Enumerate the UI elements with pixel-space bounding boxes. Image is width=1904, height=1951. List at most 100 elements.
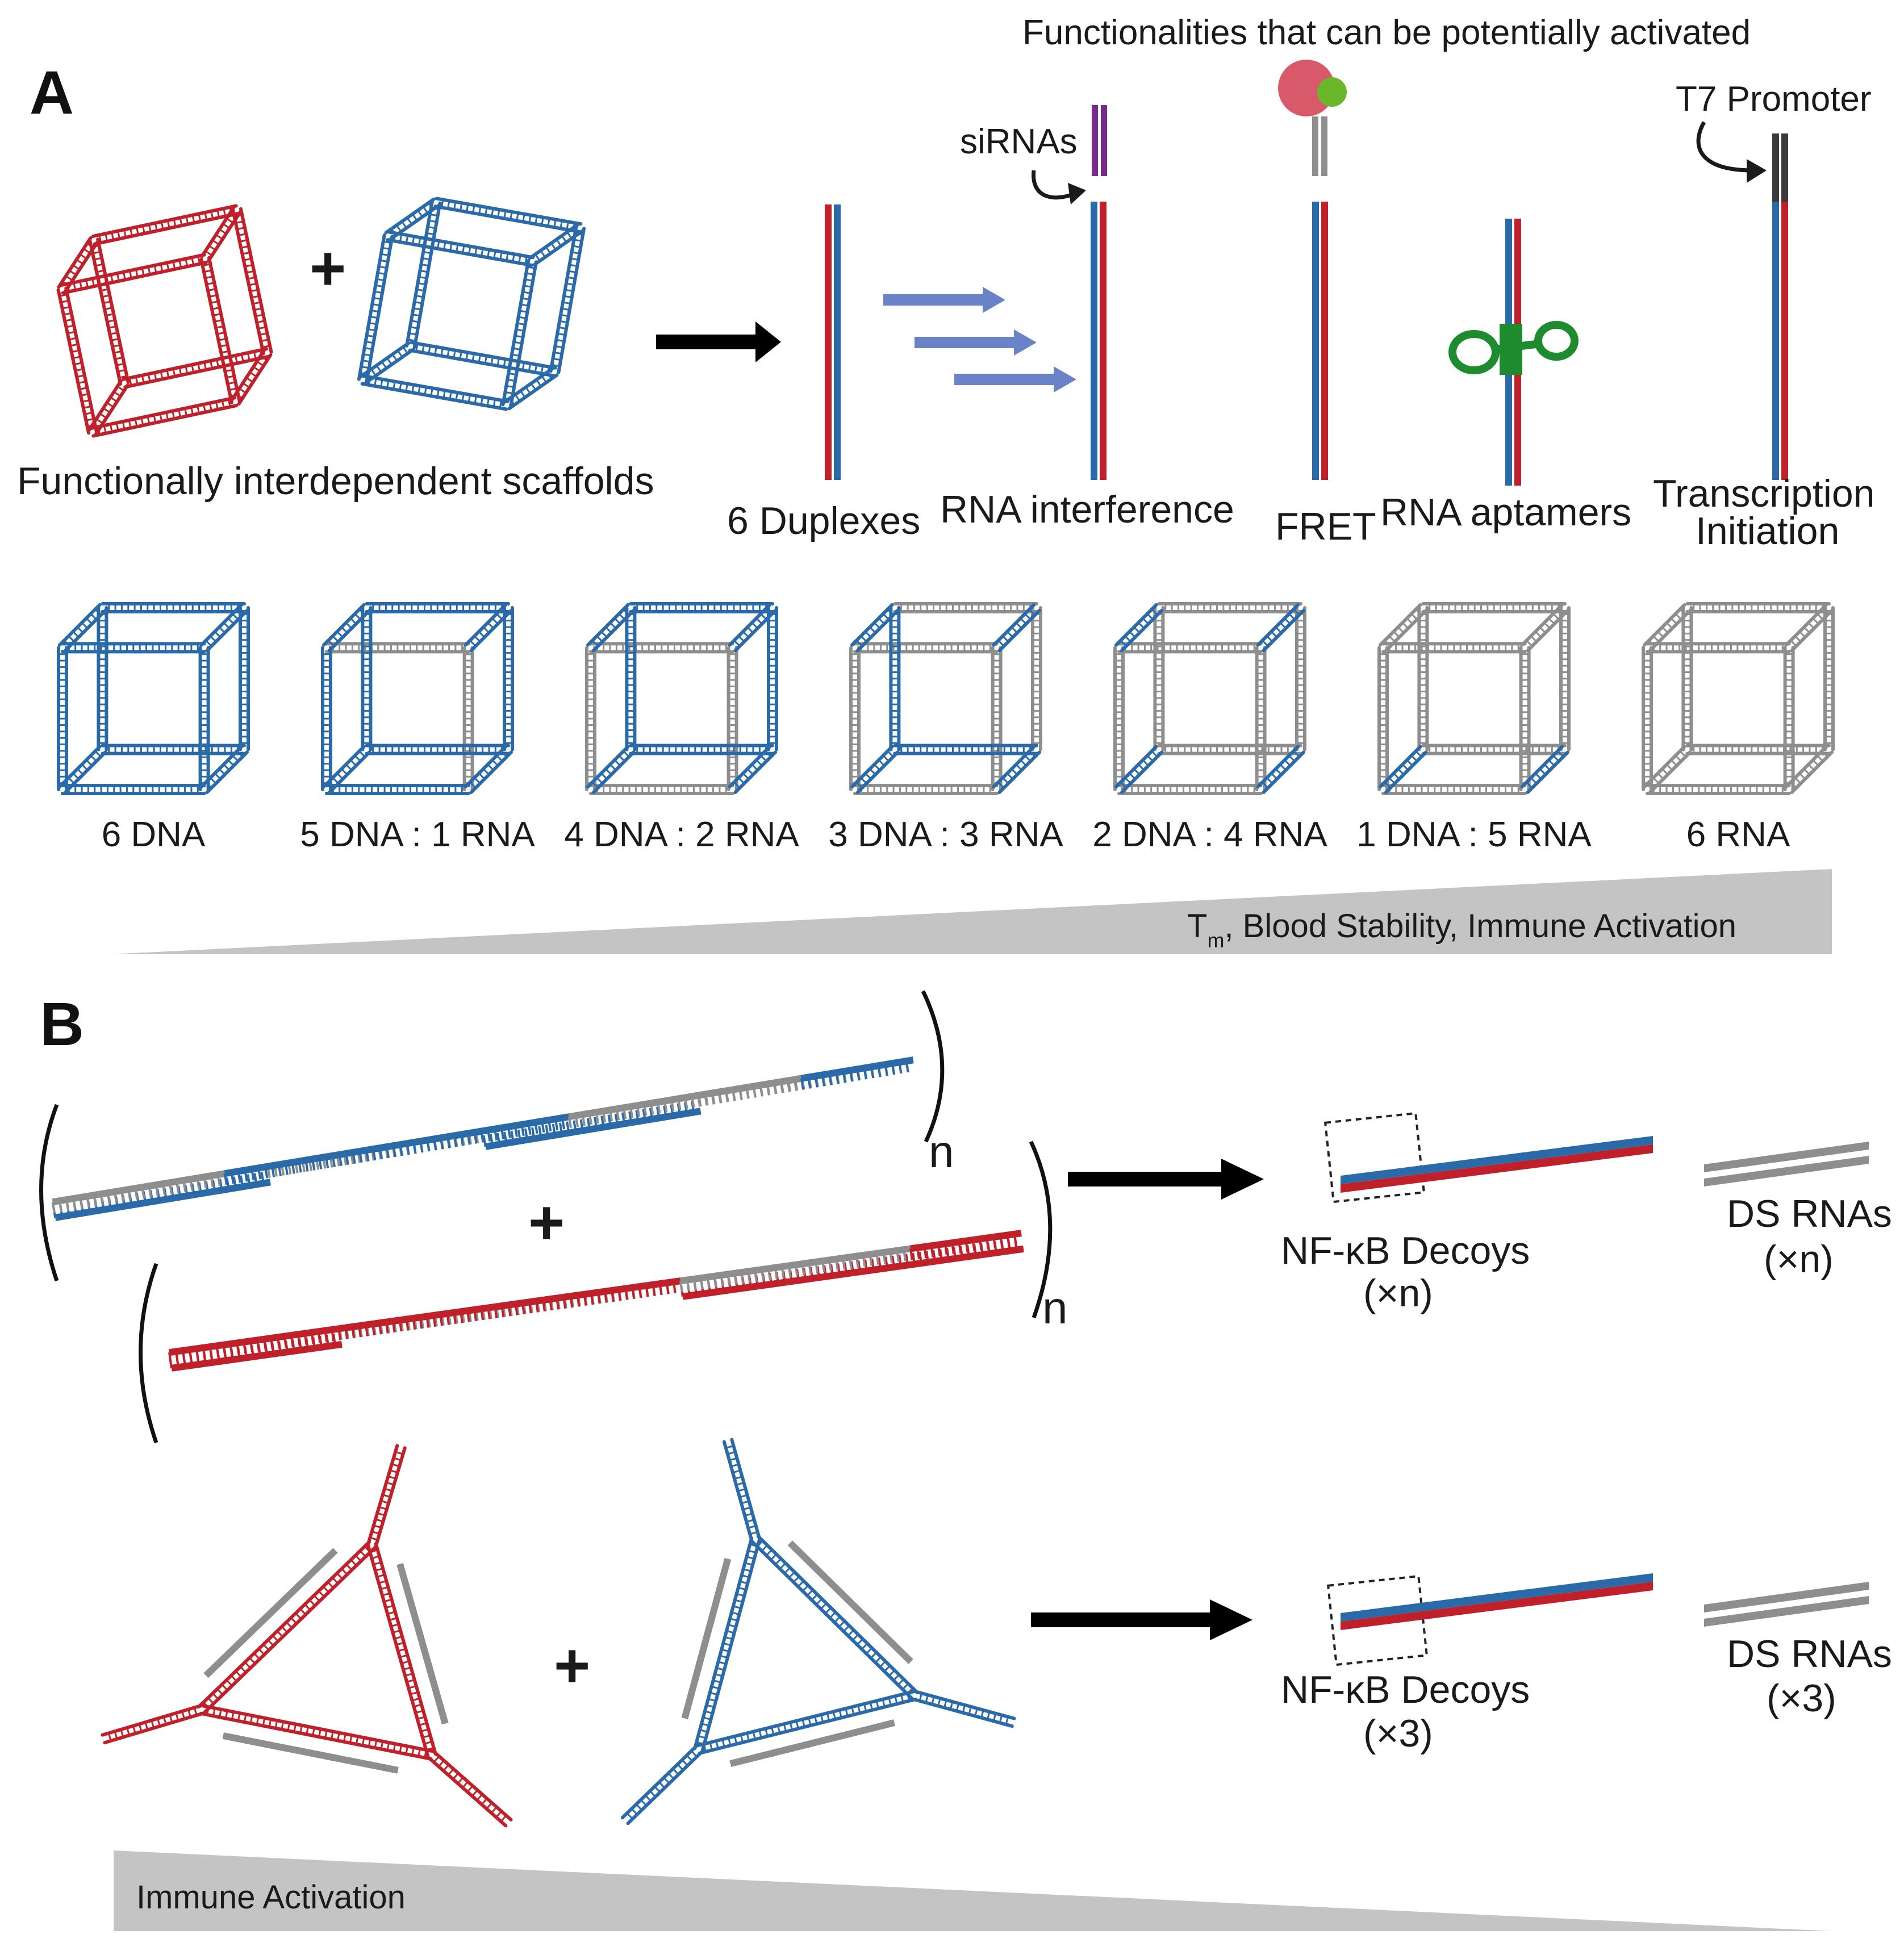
cube-edge (230, 349, 273, 406)
cube-edge (462, 646, 474, 791)
cube-edge (728, 603, 777, 653)
series-cube-1 (321, 602, 514, 795)
cube-edge (1114, 603, 1164, 653)
transcription-label-line1: Transcription (1653, 472, 1875, 515)
triangle-edge (751, 1535, 919, 1700)
n-label-2: n (1042, 1282, 1068, 1333)
red-triangle (101, 1444, 513, 1828)
long-strands (51, 1056, 1024, 1372)
cube-edge (503, 606, 514, 751)
panel-a-letter: A (30, 58, 74, 127)
cube-edge (1520, 603, 1569, 653)
triangle-arm (620, 1744, 703, 1825)
cube-edge (586, 603, 636, 653)
series-cube-4 (1113, 602, 1306, 795)
cube-edge (357, 233, 394, 383)
cube-edge (1379, 603, 1428, 653)
cube-edge (61, 784, 206, 795)
blue-cube (357, 197, 586, 411)
sirnas-curved-arrow (1032, 170, 1078, 200)
gradient-a-tm: T (1187, 908, 1207, 945)
cube-edge (1295, 606, 1306, 751)
ds-rna-n (1704, 1142, 1869, 1187)
cube-edge (501, 258, 538, 408)
nfkb-decoy-n (1323, 1112, 1653, 1204)
cube-edge (1646, 784, 1791, 795)
triangle-arm (366, 1444, 407, 1548)
cube-edge (625, 606, 637, 751)
cube-edge (1255, 646, 1267, 791)
fret-duplex (1278, 60, 1347, 480)
strand-2-top (168, 1230, 1022, 1364)
cube-label: 6 RNA (1686, 815, 1790, 854)
series-cube-5 (1377, 602, 1571, 795)
cube-label: 6 DNA (102, 815, 206, 854)
cube-edge (1421, 602, 1567, 613)
cube-edge (384, 197, 440, 241)
strand-1-top (51, 1056, 914, 1214)
activation-arrows (883, 287, 1076, 392)
cube-edge (1685, 743, 1831, 755)
gradient-b-text: Immune Activation (136, 1879, 406, 1916)
cube-edge (1784, 745, 1834, 794)
cube-edge (1377, 646, 1389, 791)
cube-edge (321, 646, 332, 791)
cube-edge (586, 745, 636, 794)
cube-edge (58, 745, 107, 794)
rna-aptamer-duplex (1448, 219, 1579, 486)
cube-edge (325, 784, 470, 795)
t7-curved-arrow (1696, 121, 1753, 173)
cube-edge (1681, 606, 1693, 751)
series-cube-6 (1642, 602, 1835, 795)
functionalities-header: Functionalities that can be potentially … (1022, 13, 1751, 52)
sirnas-label: siRNAs (960, 122, 1078, 161)
cube-edge (87, 379, 130, 436)
cube-edge (1643, 745, 1692, 794)
cube-edge (1559, 606, 1571, 751)
cube-edge (101, 602, 246, 613)
cube-edge (893, 602, 1038, 613)
cube-edge (992, 603, 1041, 653)
transcription-duplex (1772, 133, 1788, 480)
cube-edge (1381, 642, 1527, 654)
cube-edge (1256, 745, 1305, 794)
series-cube-2 (585, 602, 778, 795)
ds-rna-3 (1704, 1582, 1869, 1627)
gradient-a-text: Tm, Blood Stability, Immune Activation (1187, 908, 1736, 952)
cube-edge (386, 230, 535, 267)
cube-edge (503, 366, 559, 411)
triangles (101, 1438, 1016, 1828)
cube-edge (1381, 784, 1527, 795)
cube-edge (360, 374, 510, 411)
cube-edge (1646, 642, 1791, 654)
series-cube-3 (849, 602, 1042, 795)
gradient-wedge-a (111, 869, 1832, 954)
duplexes-label: 6 Duplexes (727, 499, 920, 542)
cube-edge (365, 602, 510, 613)
cube-label: 1 DNA : 5 RNA (1356, 815, 1592, 854)
cube-edge (361, 606, 373, 751)
cube-edge (1117, 784, 1263, 795)
cube-edge (1643, 603, 1692, 653)
transcription-label-line2: Initiation (1696, 509, 1839, 553)
cube-edge (322, 603, 371, 653)
panel-b-letter: B (40, 989, 84, 1058)
triangle-arm (427, 1750, 513, 1828)
cube-label: 3 DNA : 3 RNA (828, 815, 1063, 854)
cube-edge (1157, 743, 1302, 755)
cube-edge (231, 207, 273, 356)
cube-edge (1784, 603, 1834, 653)
conversion-arrow-b2 (1031, 1599, 1252, 1640)
red-cube (56, 204, 273, 438)
cube-edge (992, 745, 1041, 794)
cube-edge (122, 347, 270, 389)
cube-edge (199, 603, 249, 653)
rna-aptamers-label: RNA aptamers (1380, 491, 1631, 534)
cube-edge (528, 223, 584, 266)
cube-edge (408, 341, 557, 378)
cube-edge (58, 603, 107, 653)
rna-interference-duplex (1091, 105, 1107, 480)
cube-edge (325, 642, 470, 654)
cube-edge (101, 743, 246, 755)
cube-label: 5 DNA : 1 RNA (300, 815, 535, 854)
